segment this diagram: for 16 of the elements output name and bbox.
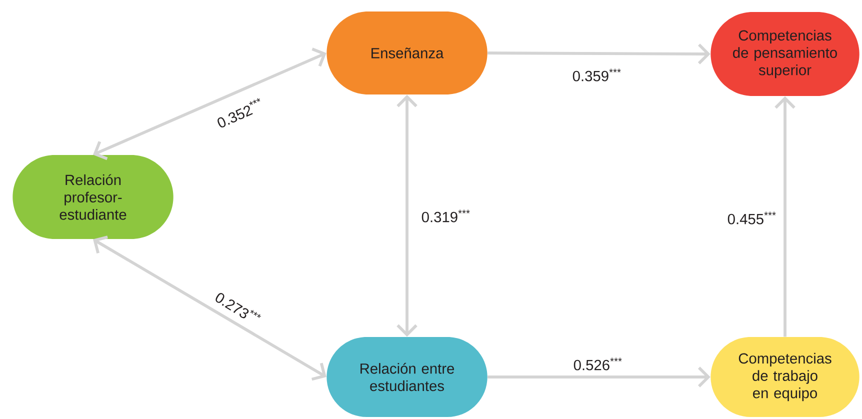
rounded-box: Enseñanza [326, 12, 488, 94]
rounded-box: Competencias de pensamiento superior [710, 12, 860, 96]
rounded-box: Competencias de trabajo en equipo [710, 337, 860, 417]
edge-label: 0.359$^{***}$ [571, 67, 624, 83]
rounded-box: Relación entre estudiantes [326, 337, 488, 417]
arrow [396, 94, 418, 337]
arrow [774, 96, 796, 337]
edge-label: 0.352$^{***}$ [213, 96, 267, 131]
arrow [93, 236, 326, 381]
arrow [488, 366, 710, 388]
arrow [93, 48, 326, 160]
edge-label: 0.319$^{***}$ [420, 208, 472, 224]
edge-label: 0.526$^{***}$ [572, 356, 624, 372]
edge-label: 0.455$^{***}$ [726, 210, 778, 226]
arrow [488, 44, 710, 64]
rounded-box: Relación profesor-estudiante [12, 155, 174, 239]
